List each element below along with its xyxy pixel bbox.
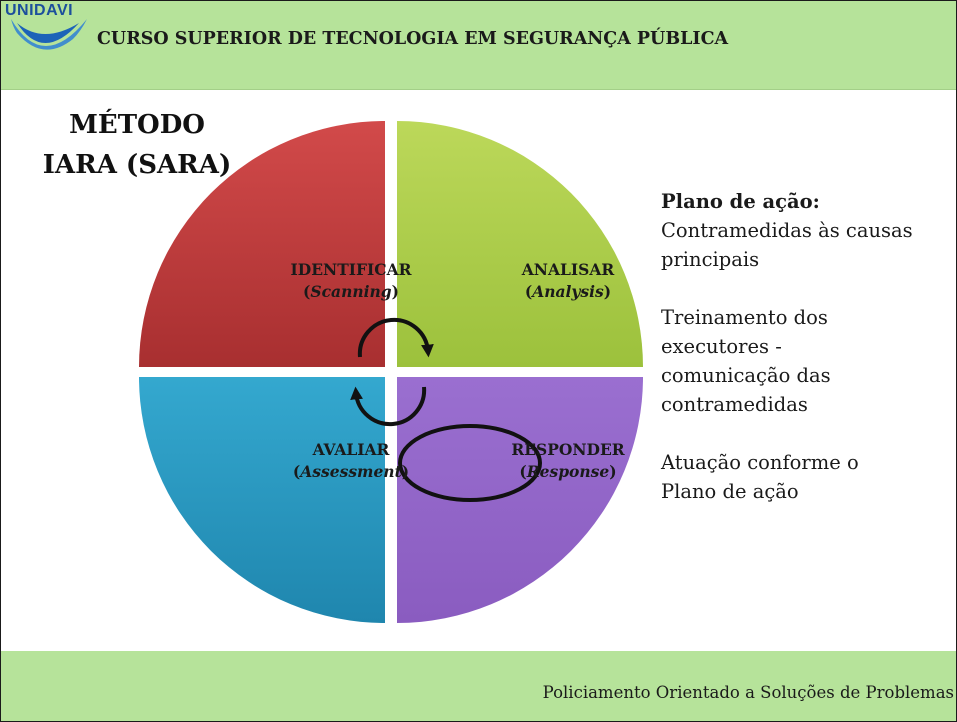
method-title-line2: IARA (SARA) <box>42 150 232 180</box>
header-bar: UNIDAVI CURSO SUPERIOR DE TECNOLOGIA EM … <box>1 1 956 90</box>
logo-text: UNIDAVI <box>5 2 74 19</box>
responder-english-text: Response <box>526 462 610 481</box>
responder-highlight-ellipse <box>398 424 542 502</box>
action-plan-item-execution: Atuação conforme o Plano de ação <box>661 451 859 503</box>
responder-label: RESPONDER <box>511 440 625 459</box>
sara-cycle-graphic <box>139 121 643 623</box>
avaliar-english: (Assessment) <box>292 462 410 481</box>
quadrant-label-avaliar: AVALIAR (Assessment) <box>271 439 431 483</box>
sara-cycle-diagram: IDENTIFICAR (Scanning) ANALISAR (Analysi… <box>131 113 651 633</box>
action-plan-title: Plano de ação: <box>661 190 820 213</box>
action-plan-item-training: Treinamento dos executores - comunicação… <box>661 306 831 416</box>
quadrant-label-responder: RESPONDER (Response) <box>488 439 648 483</box>
cycle-arrow-top-icon <box>357 317 434 358</box>
analisar-label: ANALISAR <box>521 260 615 279</box>
analisar-english-text: Analysis <box>532 282 604 301</box>
quadrant-analisar <box>397 121 643 367</box>
analisar-english: (Analysis) <box>524 282 612 301</box>
method-title-line1: MÉTODO <box>69 110 205 140</box>
identificar-english-text: Scanning <box>310 282 392 301</box>
avaliar-english-text: Assessment <box>300 462 402 481</box>
method-title: MÉTODO IARA (SARA) <box>37 105 237 185</box>
quadrant-avaliar <box>139 377 385 623</box>
quadrant-responder <box>397 377 643 623</box>
identificar-english: (Scanning) <box>303 282 399 301</box>
action-plan-panel: Plano de ação: Contramedidas às causas p… <box>661 187 956 535</box>
footer-bar: Policiamento Orientado a Soluções de Pro… <box>1 651 956 721</box>
identificar-label: IDENTIFICAR <box>290 260 412 279</box>
avaliar-label: AVALIAR <box>312 440 390 459</box>
quadrant-identificar <box>139 121 385 367</box>
unidavi-logo <box>11 19 87 50</box>
course-title: CURSO SUPERIOR DE TECNOLOGIA EM SEGURANÇ… <box>97 29 729 49</box>
cycle-arrow-bottom-icon <box>350 386 427 427</box>
quadrant-label-analisar: ANALISAR (Analysis) <box>488 259 648 303</box>
responder-english: (Response) <box>519 462 617 481</box>
quadrant-label-identificar: IDENTIFICAR (Scanning) <box>271 259 431 303</box>
footer-course-name: Policiamento Orientado a Soluções de Pro… <box>542 683 954 702</box>
action-plan-item-countermeasures: Contramedidas às causas principais <box>661 219 913 271</box>
